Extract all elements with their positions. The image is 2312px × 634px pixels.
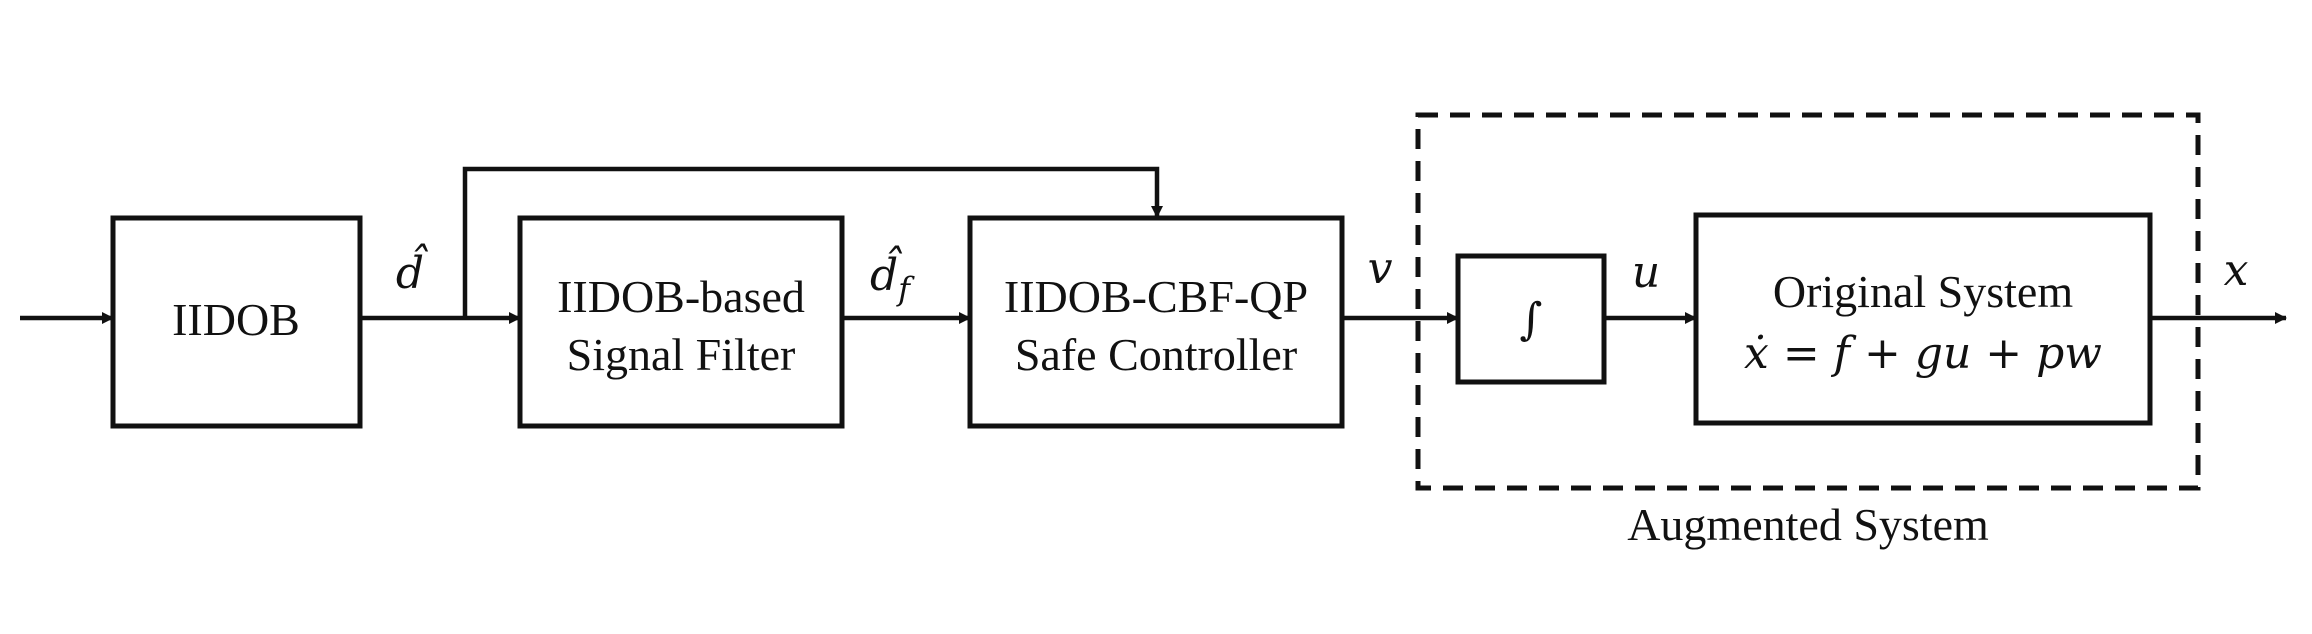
signal-d-hat-f: d̂f xyxy=(870,243,915,308)
signal-d-hat: d̂ xyxy=(396,241,428,299)
safe-controller-label-line2: Safe Controller xyxy=(1015,329,1297,380)
safe-controller-block xyxy=(967,215,1345,429)
augmented-system-boundary xyxy=(1415,112,2201,491)
signal-filter-block xyxy=(517,215,845,429)
signal-d-hat-f-base: d̂ xyxy=(870,243,902,301)
signal-x: x xyxy=(2224,245,2249,296)
iidob-block-label: IIDOB xyxy=(172,294,300,345)
signal-u: u xyxy=(1632,247,1660,298)
integrator-block xyxy=(1455,253,1607,385)
signal-filter-label-line1: IIDOB-based xyxy=(557,271,805,322)
signal-d-hat-f-subscript: f xyxy=(896,270,915,308)
augmented-system-caption: Augmented System xyxy=(1627,499,1989,550)
integrator-symbol: ∫ xyxy=(1520,294,1543,345)
signal-filter-label-line2: Signal Filter xyxy=(567,329,796,380)
safe-controller-label-line1: IIDOB-CBF-QP xyxy=(1004,271,1308,322)
signal-v: v xyxy=(1368,243,1393,294)
original-system-label: Original System xyxy=(1773,266,2073,317)
original-system-equation: ẋ = f + gu + pw xyxy=(1744,328,2102,379)
iidob-block xyxy=(110,215,363,429)
original-system-block xyxy=(1693,212,2153,426)
feedforward-d-hat-wire xyxy=(462,166,1163,318)
